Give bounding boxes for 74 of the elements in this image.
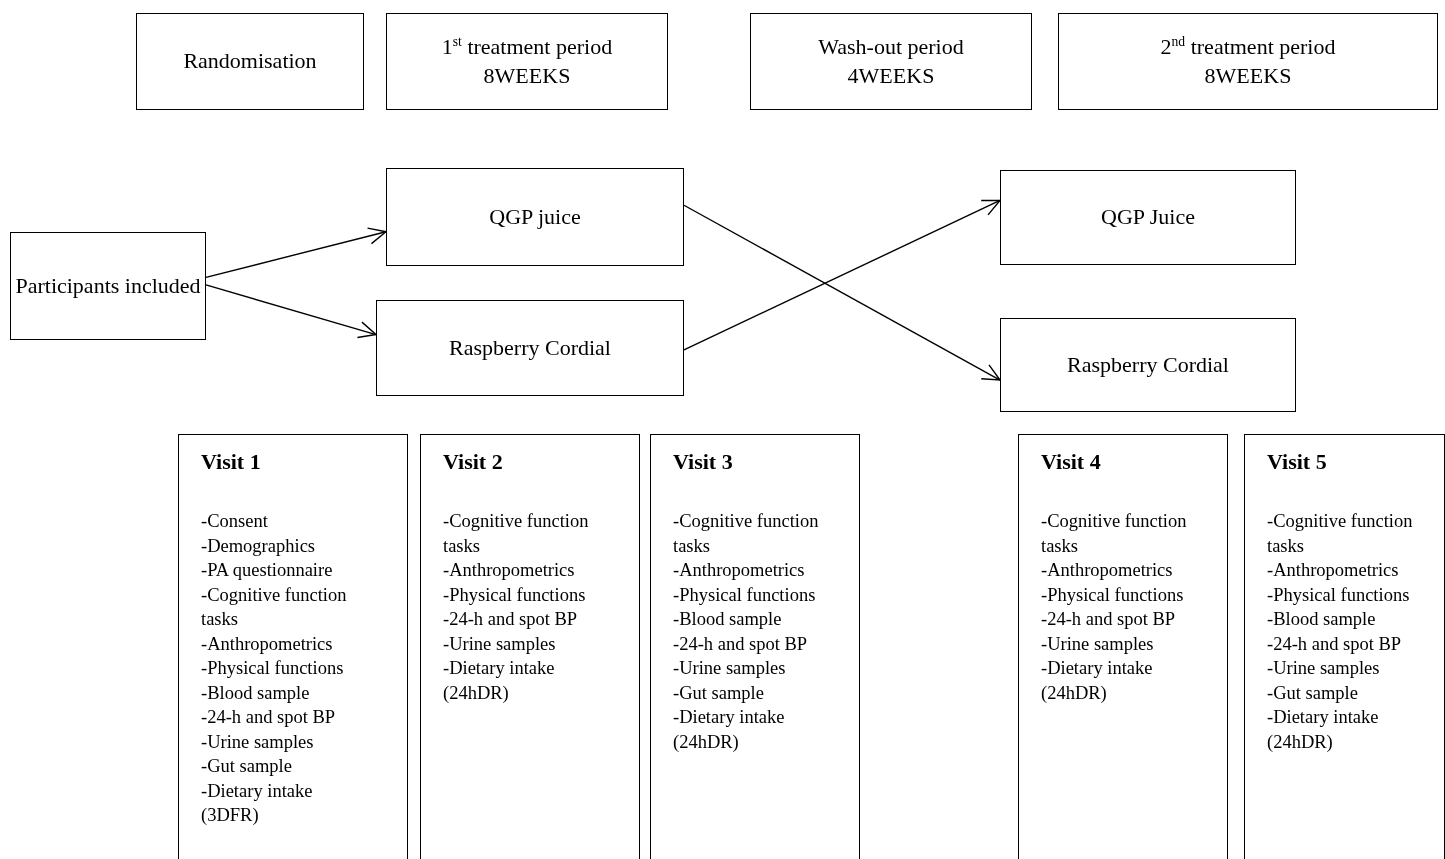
list-item: -24-h and spot BP (201, 706, 337, 729)
list-item: -Dietary intake (3DFR) (201, 779, 314, 827)
box-label: QGP Juice (1101, 203, 1195, 232)
process-box (1000, 170, 1296, 265)
duration-label: 8WEEKS (1204, 61, 1292, 90)
duration-label: 4WEEKS (847, 61, 935, 90)
list-item: -Anthropometrics (443, 559, 576, 582)
list-item: -24-h and spot BP (673, 632, 809, 656)
visit-box (1244, 434, 1445, 859)
visit-heading: Visit 2 (443, 449, 504, 475)
list-item: -Anthropometrics (1267, 559, 1400, 582)
list-item: -Dietary intake (24hDR) (1267, 706, 1380, 754)
list-item: -24-h and spot BP (1041, 608, 1177, 631)
arrow (683, 204, 1001, 381)
list-item: -Physical functions (1267, 583, 1411, 607)
list-item: -Urine samples (1267, 657, 1381, 680)
list-item: -Cognitive function tasks (1267, 510, 1414, 558)
header-box (136, 13, 364, 110)
list-item: -Blood sample (201, 681, 311, 705)
process-box (1000, 318, 1296, 412)
list-item: -Blood sample (673, 608, 783, 631)
list-item: -Anthropometrics (1041, 559, 1174, 582)
list-item: -Physical functions (673, 583, 817, 607)
list-item: -Gut sample (1267, 681, 1359, 705)
header-box (1058, 13, 1438, 110)
list-item: -PA questionnaire (201, 559, 334, 582)
header-box (386, 13, 668, 110)
box-label: 2$^{nd}$ treatment period (1160, 32, 1336, 61)
visit-heading: Visit 3 (673, 449, 734, 475)
list-item: -Physical functions (1041, 583, 1185, 607)
list-item: -Urine samples (201, 730, 315, 754)
list-item: -Blood sample (1267, 608, 1377, 631)
list-item: -Consent (201, 510, 269, 533)
box-label: QGP juice (489, 202, 581, 231)
header-box (750, 13, 1032, 110)
visit-box (178, 434, 408, 859)
list-item: -Cognitive function tasks (673, 510, 820, 558)
visit-box (420, 434, 640, 859)
list-item: -24-h and spot BP (1267, 632, 1403, 656)
box-label: Wash-out period (818, 32, 964, 61)
arrow (683, 199, 1001, 351)
process-box (376, 300, 684, 396)
visit-box (650, 434, 860, 859)
list-item: -Urine samples (673, 657, 787, 680)
list-item: -Anthropometrics (201, 632, 334, 656)
box-label: Raspberry Cordial (449, 333, 611, 362)
box-label: Participants included (15, 271, 201, 300)
list-item: -Gut sample (201, 755, 293, 778)
visit-heading: Visit 4 (1041, 449, 1102, 475)
list-item: -Dietary intake (24hDR) (673, 706, 786, 754)
list-item: -Physical functions (201, 657, 345, 680)
list-item: -Dietary intake (24hDR) (1041, 657, 1154, 705)
arrow (205, 227, 387, 279)
duration-label: 8WEEKS (483, 61, 571, 90)
list-item: -Cognitive function tasks (201, 583, 348, 631)
list-item: -Demographics (201, 534, 317, 558)
list-item: -Anthropometrics (673, 559, 806, 582)
list-item: -Dietary intake (24hDR) (443, 657, 556, 705)
list-item: -Urine samples (1041, 632, 1155, 656)
arrow (205, 284, 377, 339)
list-item: -Gut sample (673, 681, 765, 705)
box-label: 1$^{st}$ treatment period (441, 32, 613, 61)
process-box (386, 168, 684, 266)
visit-box (1018, 434, 1228, 859)
list-item: -24-h and spot BP (443, 608, 579, 631)
list-item: -Cognitive function tasks (443, 510, 590, 558)
list-item: -Cognitive function tasks (1041, 510, 1188, 558)
list-item: -Urine samples (443, 632, 557, 656)
box-label: Randomisation (183, 47, 317, 76)
list-item: -Physical functions (443, 583, 587, 607)
process-box (10, 232, 206, 340)
visit-heading: Visit 1 (201, 449, 262, 475)
box-label: Raspberry Cordial (1067, 350, 1229, 379)
visit-heading: Visit 5 (1267, 449, 1328, 475)
